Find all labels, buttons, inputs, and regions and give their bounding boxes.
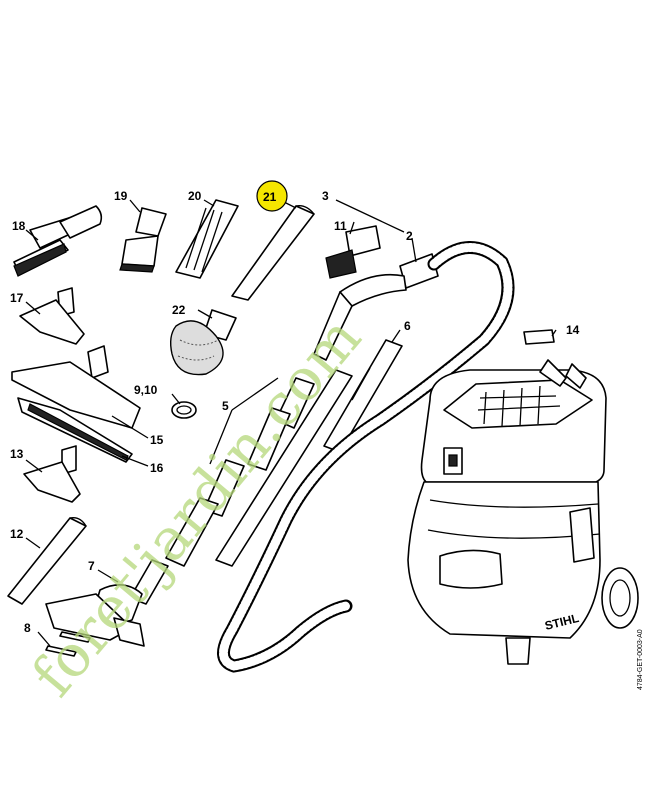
callout-22: 22	[172, 303, 186, 317]
callout-21-highlight	[256, 180, 288, 212]
part-7-floor-nozzle	[45, 559, 169, 647]
part-20-flat-nozzle	[175, 199, 239, 279]
callout-5: 5	[222, 399, 229, 413]
leader-lines	[25, 199, 557, 647]
callout-7: 7	[88, 559, 95, 573]
part-21-crevice-nozzle	[231, 205, 315, 301]
part-14-label	[523, 329, 555, 345]
callout-21: 21	[263, 190, 277, 204]
callout-14: 14	[566, 323, 580, 337]
part-18-brush-nozzle	[13, 205, 103, 277]
document-id: 4784-GET-0003-A0	[637, 629, 644, 690]
vacuum-cleaner-body: STIHL 4784-GET-0003-A0	[407, 359, 644, 690]
callout-19: 19	[114, 189, 128, 203]
callout-6: 6	[404, 319, 411, 333]
callout-9-10: 9,10	[134, 383, 158, 397]
callout-17: 17	[10, 291, 24, 305]
part-22-rubber-adapter	[169, 309, 237, 376]
callout-12: 12	[10, 527, 24, 541]
callout-2: 2	[406, 229, 413, 243]
part-19-upholstery-nozzle	[119, 207, 167, 273]
part-11-connector	[325, 225, 381, 279]
part-2-suction-hose	[217, 241, 515, 673]
callout-11: 11	[334, 219, 347, 233]
callout-15: 15	[150, 433, 164, 447]
callout-16: 16	[150, 461, 164, 475]
callout-20: 20	[188, 189, 202, 203]
callout-18: 18	[12, 219, 26, 233]
part-9-10-clip	[171, 401, 197, 419]
callout-labels: 18 19 20 21 3 11 2 17 22 6 14 9,10 5 15 …	[10, 180, 580, 635]
part-17-floor-nozzle	[19, 287, 85, 345]
part-8-strips	[45, 631, 91, 657]
part-12-straight-nozzle	[7, 517, 87, 605]
part-5-tube-set	[165, 369, 353, 567]
part-13-nozzle	[23, 445, 81, 503]
callout-8: 8	[24, 621, 31, 635]
callout-3: 3	[322, 189, 329, 203]
callout-13: 13	[10, 447, 24, 461]
